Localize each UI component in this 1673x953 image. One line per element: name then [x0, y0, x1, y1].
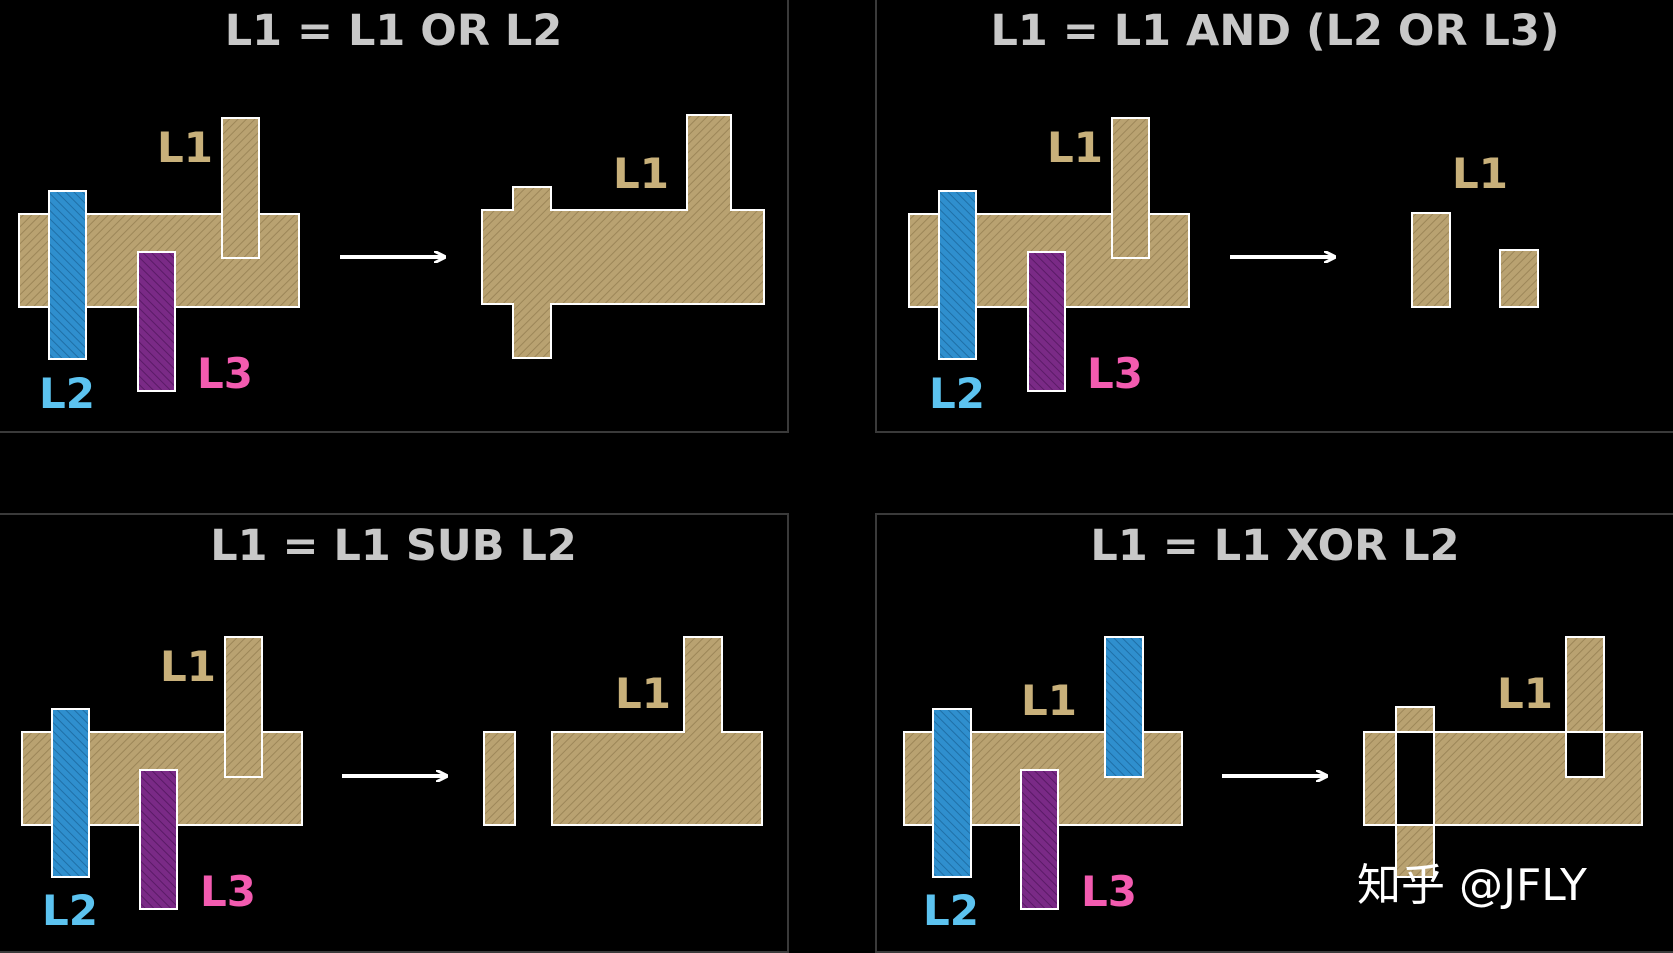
or-input-group: L1 L2 L3: [18, 117, 300, 418]
and-l3-label: L3: [1087, 349, 1143, 398]
and-l2-bar: [938, 190, 977, 360]
or-l3-label: L3: [197, 349, 253, 398]
or-result-shape: [481, 114, 765, 359]
sub-l1-vertical: [224, 636, 263, 778]
xor-l3-label: L3: [1081, 867, 1137, 916]
or-l1-label: L1: [157, 123, 213, 172]
xor-l3-bar: [1020, 769, 1059, 910]
and-input-group: L1 L2 L3: [908, 117, 1190, 418]
xor-result-bottom-stub: [1395, 824, 1435, 878]
sub-result-piece-left: [483, 731, 516, 826]
or-l2-bar: [48, 190, 87, 360]
sub-result-l1-label: L1: [615, 669, 671, 718]
xor-l2-label: L2: [923, 886, 979, 935]
sub-l1-label: L1: [160, 642, 216, 691]
xor-result-top-stub: [1395, 706, 1435, 733]
and-l2-label: L2: [929, 369, 985, 418]
and-l1-label: L1: [1047, 123, 1103, 172]
xor-result-vertical: [1565, 636, 1605, 733]
or-result-l1-label: L1: [613, 149, 669, 198]
xor-result-l1-label: L1: [1497, 669, 1553, 718]
panel-title-and: L1 = L1 AND (L2 OR L3): [990, 6, 1560, 56]
watermark: 知乎 @JFLY: [1357, 860, 1587, 911]
sub-input-group: L1 L2 L3: [21, 636, 303, 935]
sub-l3-bar: [139, 769, 178, 910]
sub-l2-bar: [51, 708, 90, 878]
and-result-piece-left: [1411, 212, 1451, 308]
xor-result-group: L1: [1363, 636, 1643, 878]
or-l3-bar: [137, 251, 176, 392]
panel-or: L1 = L1 OR L2: [0, 0, 789, 433]
or-result-group: L1: [481, 114, 765, 359]
sub-result-piece-right: [551, 636, 763, 826]
sub-l3-label: L3: [200, 867, 256, 916]
xor-result-hole-right: [1565, 731, 1605, 778]
xor-l2-upper-bar: [1104, 636, 1144, 778]
or-l1-vertical: [221, 117, 260, 259]
xor-l2-bar: [932, 708, 972, 878]
panel-title-sub: L1 = L1 SUB L2: [210, 521, 577, 571]
sub-l2-label: L2: [42, 886, 98, 935]
and-result-l1-label: L1: [1452, 149, 1508, 198]
sub-result-group: L1: [483, 636, 763, 826]
and-result-group: L1: [1411, 149, 1539, 308]
and-l1-vertical: [1111, 117, 1150, 259]
panel-xor: L1 = L1 XOR L2: [875, 513, 1673, 953]
panel-title-or: L1 = L1 OR L2: [224, 6, 563, 56]
panel-title-xor: L1 = L1 XOR L2: [1090, 521, 1460, 571]
or-l2-label: L2: [39, 369, 95, 418]
and-l3-bar: [1027, 251, 1066, 392]
panel-and: L1 = L1 AND (L2 OR L3): [875, 0, 1673, 433]
xor-result-hole-left: [1395, 731, 1435, 826]
panel-sub: L1 = L1 SUB L2: [0, 513, 789, 953]
xor-l1-label: L1: [1021, 676, 1077, 725]
xor-input-group: L1 L2 L3: [903, 636, 1183, 935]
and-result-piece-right: [1499, 249, 1539, 308]
